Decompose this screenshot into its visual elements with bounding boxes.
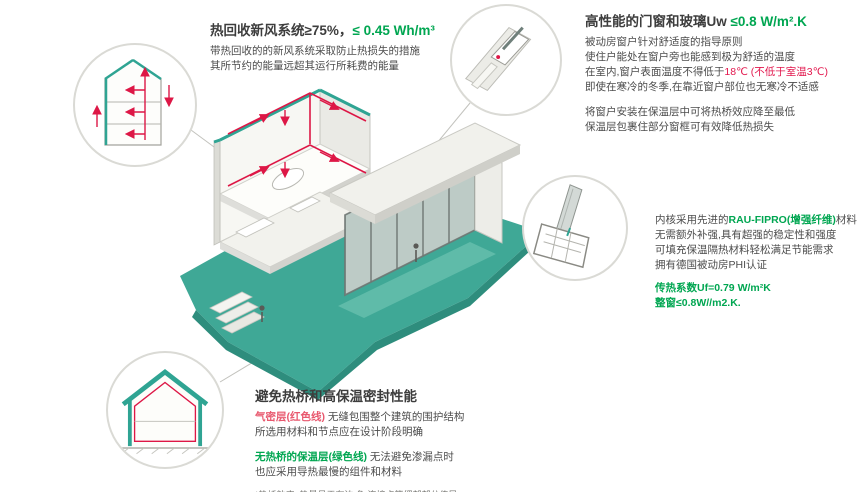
seal-footnote: *热桥效应: 热量易于在边,角,连接点等细部部分传导 (255, 488, 555, 492)
windows-line4: 即使在寒冷的冬季,在靠近窗户部位也无寒冷不适感 (585, 81, 819, 93)
windows-line1: 被动房窗户针对舒适度的指导原则 (585, 36, 743, 48)
frame-profile-icon (532, 184, 590, 269)
seal-section: 避免热桥和高保温密封性能 气密层(红色线) 无缝包围整个建筑的围护结构 所选用材… (255, 388, 555, 492)
window-corner-section-icon (464, 26, 532, 92)
windows-title: 高性能的门窗和玻璃Uw ≤0.8 W/m².K (585, 13, 860, 30)
hrv-house-section-icon (92, 58, 174, 146)
profile-uf-value: 传热系数Uf=0.79 W/m²K (655, 282, 771, 294)
hrv-body-line1: 带热回收的的新风系统采取防止热损失的措施 (210, 45, 420, 57)
windows-line2: 使住户能处在窗户旁也能感到极为舒适的温度 (585, 51, 795, 63)
seal-airtight-label: 气密层(红色线) (255, 411, 325, 423)
windows-line5: 将窗户安装在保温层中可将热桥效应降至最低 (585, 106, 795, 118)
windows-line3-temperature: 18℃ (不低于室温3℃) (724, 66, 828, 78)
windows-body: 被动房窗户针对舒适度的指导原则 使住户能处在窗户旁也能感到极为舒适的温度 在室内… (585, 35, 860, 135)
profile-section: 内核采用先进的RAU-FIPRO(增强纤维)材料 无需额外补强,具有超强的稳定性… (655, 213, 865, 311)
seal-insulation-label: 无热桥的保温层(绿色线) (255, 451, 367, 463)
seal-line4: 也应采用导热最慢的组件和材料 (255, 466, 402, 478)
hrv-body-line2: 其所节约的能量远超其运行所耗费的能量 (210, 60, 399, 72)
hrv-title-value: ≤ 0.45 Wh/m³ (352, 23, 435, 38)
insulation-house-icon (115, 368, 215, 455)
windows-line3-text: 在室内,窗户表面温度不得低于 (585, 66, 725, 78)
profile-line1-material: RAU-FIPRO(增强纤维) (728, 214, 836, 226)
windows-line6: 保温层包裹住部分窗框可有效降低热损失 (585, 121, 774, 133)
seal-line2: 所选用材料和节点应在设计阶段明确 (255, 426, 423, 438)
profile-line1-suffix: 材料 (835, 214, 857, 226)
windows-title-main: 高性能的门窗和玻璃Uw (585, 14, 731, 29)
seal-body: 气密层(红色线) 无缝包围整个建筑的围护结构 所选用材料和节点应在设计阶段明确 … (255, 410, 555, 492)
profile-uw-value: 整窗≤0.8W//m2.K. (655, 297, 741, 309)
seal-title: 避免热桥和高保温密封性能 (255, 389, 417, 404)
hrv-title-main: 热回收新风系统≥75%， (210, 23, 353, 38)
hrv-title: 热回收新风系统≥75%，≤ 0.45 Wh/m³ (210, 22, 500, 39)
profile-body: 内核采用先进的RAU-FIPRO(增强纤维)材料 无需额外补强,具有超强的稳定性… (655, 213, 865, 311)
profile-line4: 拥有德国被动房PHI认证 (655, 259, 768, 271)
windows-title-value: ≤0.8 W/m².K (730, 14, 807, 29)
windows-section: 高性能的门窗和玻璃Uw ≤0.8 W/m².K 被动房窗户针对舒适度的指导原则 … (585, 13, 860, 135)
seal-line1: 气密层(红色线) 无缝包围整个建筑的围护结构 (255, 410, 555, 425)
house-isometric-illustration (180, 88, 542, 400)
seal-line3-text: 无法避免渗漏点时 (367, 451, 454, 463)
hrv-body: 带热回收的的新风系统采取防止热损失的措施 其所节约的能量远超其运行所耗费的能量 (210, 44, 500, 74)
window-corner-detail-bubble (450, 4, 562, 116)
windows-line3: 在室内,窗户表面温度不得低于18℃ (不低于室温3℃) (585, 65, 860, 80)
profile-line2: 无需额外补强,具有超强的稳定性和强度 (655, 229, 837, 241)
profile-line1-prefix: 内核采用先进的 (655, 214, 729, 226)
hrv-section: 热回收新风系统≥75%，≤ 0.45 Wh/m³ 带热回收的的新风系统采取防止热… (210, 22, 500, 74)
frame-profile-bubble (522, 175, 628, 281)
insulation-section-bubble (106, 351, 224, 469)
hrv-detail-bubble (73, 43, 197, 167)
seal-line3: 无热桥的保温层(绿色线) 无法避免渗漏点时 (255, 450, 555, 465)
seal-line1-text: 无缝包围整个建筑的围护结构 (325, 411, 465, 423)
profile-line3: 可填充保温隔热材料轻松满足节能需求 (655, 244, 834, 256)
profile-line1: 内核采用先进的RAU-FIPRO(增强纤维)材料 (655, 213, 865, 228)
